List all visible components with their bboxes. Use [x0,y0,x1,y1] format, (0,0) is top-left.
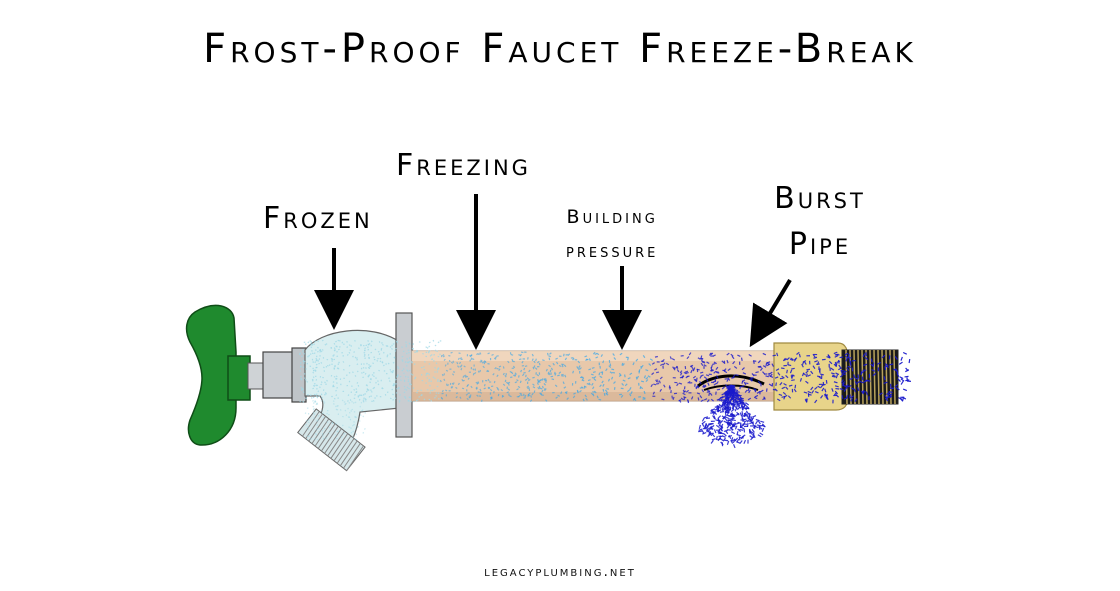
burst-crack [697,374,765,388]
footer-credit: legacyplumbing.net [484,564,636,580]
arrow-burst-pipe [749,278,792,348]
label-building-line1: Building [566,206,658,228]
diagram-title: Frost-Proof Faucet Freeze-Break [203,26,917,72]
spray-particles [698,384,766,449]
label-frozen: Frozen [263,201,373,236]
packing-nut [262,351,296,399]
faucet-handle [185,304,237,446]
handle-hub [227,355,251,401]
spout-threads [297,408,366,472]
label-burst-line2: Pipe [788,227,852,262]
label-building-line2: pressure [566,240,659,262]
label-building-pressure: Building pressure [566,200,658,268]
label-freezing: Freezing [396,148,531,183]
label-burst-line1: Burst [774,181,866,216]
ice-particles [298,339,442,441]
water-particles [439,351,912,404]
label-burst-pipe: Burst Pipe [755,176,885,268]
